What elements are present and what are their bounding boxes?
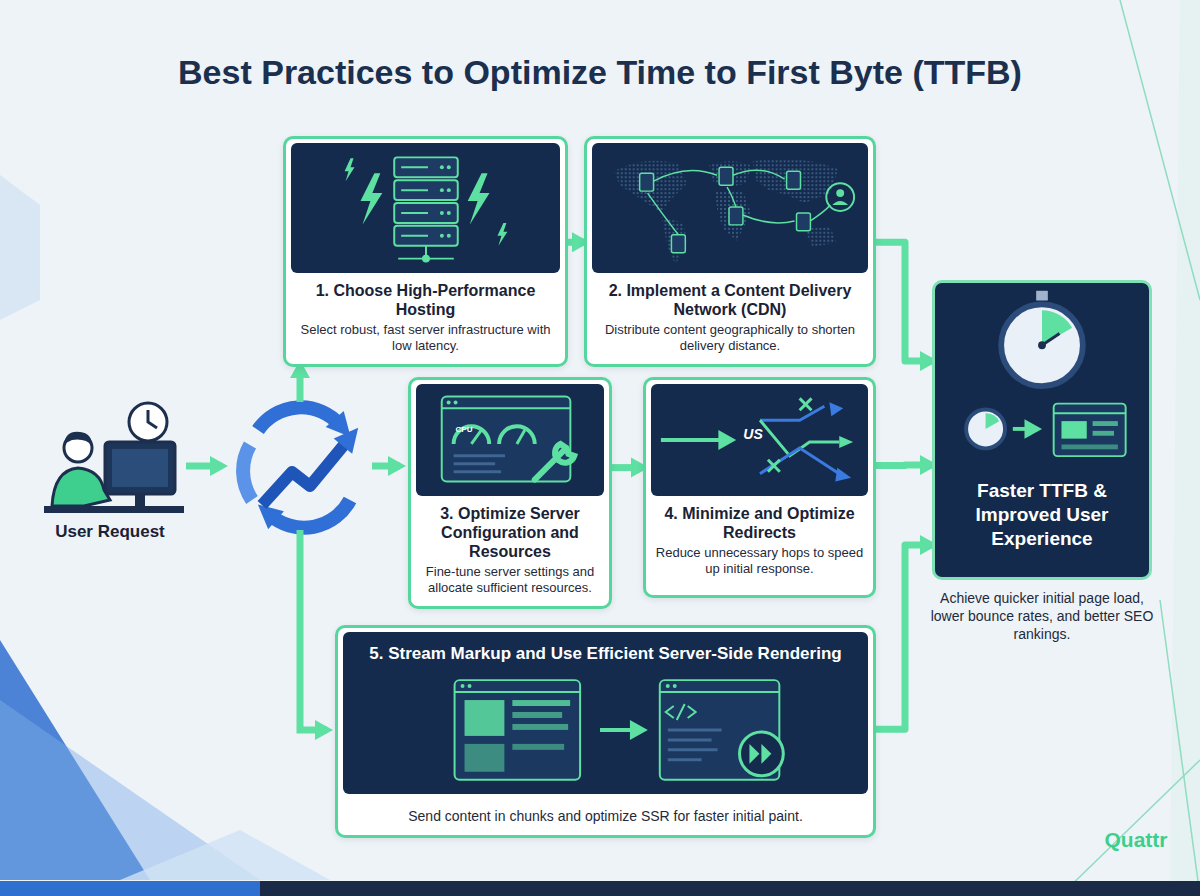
connector-arrow (876, 545, 932, 729)
connector-arrow (876, 242, 932, 361)
diagram-title: Best Practices to Optimize Time to First… (20, 52, 1180, 92)
user-figure (44, 403, 184, 513)
box-heading: 5. Stream Markup and Use Efficient Serve… (354, 644, 857, 663)
connector-arrow (876, 462, 932, 469)
background-shape (0, 175, 40, 320)
stopwatch-illustration (935, 283, 1149, 513)
server-illustration (291, 143, 560, 273)
flow-arrow (300, 530, 327, 730)
box-description: Fine-tune server settings and allocate s… (419, 564, 601, 596)
text-group: 2. Implement a Content Delivery Network … (595, 281, 865, 354)
text-group: 5. Stream Markup and Use Efficient Serve… (354, 644, 857, 666)
process-box: 4. Minimize and Optimize RedirectsReduce… (643, 377, 876, 598)
cdn-map-illustration (592, 143, 868, 273)
background-line (1060, 760, 1200, 896)
result-caption: Achieve quicker initial page load, lower… (929, 589, 1155, 643)
bottom-band (0, 881, 1200, 896)
user-label: User Request (30, 522, 190, 542)
text-group: 3. Optimize Server Configuration and Res… (419, 504, 601, 596)
box-description: Send content in chunks and optimize SSR … (346, 808, 865, 824)
process-box: 3. Optimize Server Configuration and Res… (408, 377, 612, 609)
illustration-panel (291, 143, 560, 273)
box-heading: 2. Implement a Content Delivery Network … (595, 281, 865, 319)
flow-arrow (186, 463, 222, 470)
background-shape (1170, 0, 1200, 896)
hub-cycle-icon (243, 407, 350, 527)
result-box: Faster TTFB & Improved User ExperienceAc… (932, 280, 1152, 580)
connector-arrow (568, 239, 584, 246)
server-settings-illustration (416, 384, 604, 496)
box-heading: 4. Minimize and Optimize Redirects (654, 504, 865, 542)
background-line (1120, 0, 1200, 300)
box-description: Select robust, fast server infrastructur… (294, 322, 557, 354)
box-heading: 1. Choose High-Performance Hosting (294, 281, 557, 319)
box-description: Reduce unnecessary hops to speed up init… (654, 545, 865, 577)
flow-arrow (372, 463, 400, 470)
brand-logo: Quattr (1086, 828, 1186, 852)
illustration-panel (592, 143, 868, 273)
process-box: 1. Choose High-Performance HostingSelect… (283, 136, 568, 367)
process-box: Send content in chunks and optimize SSR … (335, 625, 876, 838)
background-shape (120, 830, 330, 880)
box-heading: 3. Optimize Server Configuration and Res… (419, 504, 601, 561)
icon-text: US (738, 426, 768, 442)
connector-arrow (612, 464, 643, 471)
illustration-panel (416, 384, 604, 496)
process-box: 2. Implement a Content Delivery Network … (584, 136, 876, 367)
text-group: Send content in chunks and optimize SSR … (346, 808, 865, 824)
flow-arrow (297, 366, 304, 402)
icon-text: CPU (446, 425, 482, 435)
bottom-band (0, 881, 260, 896)
result-heading: Faster TTFB & Improved User Experience (947, 479, 1137, 551)
text-group: 4. Minimize and Optimize RedirectsReduce… (654, 504, 865, 577)
background-line (1160, 600, 1200, 896)
box-description: Distribute content geographically to sho… (595, 322, 865, 354)
text-group: 1. Choose High-Performance HostingSelect… (294, 281, 557, 354)
